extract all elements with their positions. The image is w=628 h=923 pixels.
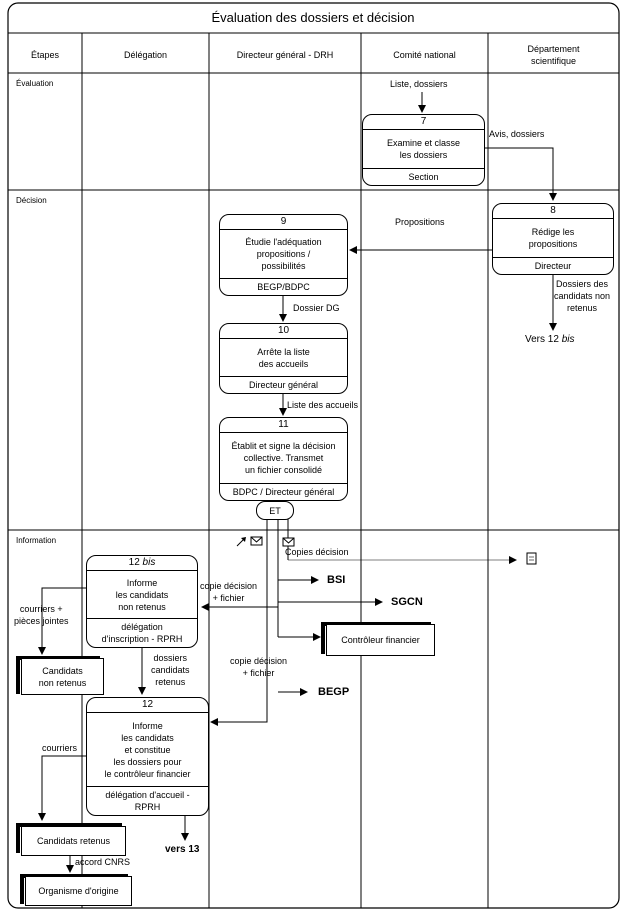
- label-courriers-pieces: courriers + pièces jointes: [14, 604, 69, 626]
- process-number: 7: [363, 115, 484, 130]
- label-courriers: courriers: [42, 743, 78, 753]
- column-header-etapes: Étapes: [30, 50, 60, 60]
- shadow: [16, 823, 122, 827]
- process-action: Examine et classe les dossiers: [386, 138, 461, 160]
- process-9: 9 Étudie l'adéquation propositions / pos…: [219, 214, 348, 296]
- process-actor: Directeur général: [220, 376, 347, 393]
- label-dossier-dg: Dossier DG: [293, 303, 340, 313]
- column-header-comite: Comité national: [393, 50, 456, 60]
- process-actor: BDPC / Directeur général: [220, 483, 347, 500]
- process-number: 9: [220, 215, 347, 230]
- column-header-departement: Département scientifique: [527, 44, 580, 66]
- outer-frame: [7, 2, 620, 909]
- row-label-decision: Décision: [16, 196, 47, 205]
- label-vers-12bis: Vers 12 bis: [525, 334, 575, 345]
- controleur-financier-box: Contrôleur financier: [326, 624, 435, 656]
- candidats-non-retenus-box: Candidats non retenus: [21, 658, 104, 695]
- envelope-icon: [250, 536, 263, 546]
- process-number: 12 bis: [87, 556, 197, 571]
- process-12bis: 12 bis Informe les candidats non retenus…: [86, 555, 198, 648]
- process-11: 11 Établit et signe la décision collecti…: [219, 417, 348, 501]
- process-number: 10: [220, 324, 347, 339]
- label-dossiers-retenus: dossiers candidats retenus: [151, 653, 190, 687]
- process-number: 12: [87, 698, 208, 713]
- label-vers-13: vers 13: [165, 844, 200, 855]
- process-actor: délégation d'accueil - RPRH: [87, 786, 208, 815]
- envelope-icon: [282, 537, 295, 547]
- shadow: [16, 656, 20, 694]
- destination-begp: BEGP: [318, 686, 350, 698]
- label-copies-decision: Copies décision: [285, 547, 349, 557]
- label-dossiers-non-retenus: Dossiers des candidats non retenus: [554, 279, 611, 313]
- process-actor: Directeur: [493, 257, 613, 274]
- process-action: Rédige les propositions: [528, 227, 578, 249]
- label-copie-fichier-12bis: copie décision + fichier: [200, 581, 258, 603]
- column-header-dg-drh: Directeur général - DRH: [236, 50, 334, 60]
- shadow: [16, 823, 20, 853]
- process-number: 11: [220, 418, 347, 433]
- process-action: Établit et signe la décision collective.…: [231, 441, 336, 475]
- archive-document-icon: [526, 552, 537, 565]
- process-action: Étudie l'adéquation propositions / possi…: [245, 237, 322, 271]
- process-12: 12 Informe les candidats et constitue le…: [86, 697, 209, 816]
- process-10: 10 Arrête la liste des accueils Directeu…: [219, 323, 348, 394]
- column-header-delegation: Délégation: [123, 50, 168, 60]
- row-label-information: Information: [16, 536, 57, 545]
- process-actor: Section: [363, 168, 484, 185]
- process-8: 8 Rédige les propositions Directeur: [492, 203, 614, 275]
- row-label-evaluation: Évaluation: [16, 79, 54, 88]
- candidats-retenus-box: Candidats retenus: [21, 826, 126, 856]
- email-icon: [236, 537, 246, 547]
- process-actor: délégation d'inscription - RPRH: [87, 618, 197, 647]
- label-liste-accueils: Liste des accueils: [287, 400, 359, 410]
- process-action: Arrête la liste des accueils: [257, 346, 310, 369]
- et-connector: ET: [256, 501, 294, 520]
- shadow: [321, 622, 325, 654]
- label-liste-dossiers: Liste, dossiers: [390, 79, 448, 89]
- process-actor: BEGP/BDPC: [220, 278, 347, 295]
- diagram-title: Évaluation des dossiers et décision: [211, 10, 415, 25]
- shadow: [20, 874, 24, 904]
- process-action: Informe les candidats et constitue les d…: [104, 720, 191, 779]
- label-accord-cnrs: accord CNRS: [75, 857, 131, 867]
- label-copie-fichier-12: copie décision + fichier: [230, 656, 288, 678]
- label-propositions: Propositions: [395, 217, 445, 227]
- process-7: 7 Examine et classe les dossiers Section: [362, 114, 485, 186]
- label-avis-dossiers: Avis, dossiers: [489, 129, 545, 139]
- destination-bsi: BSI: [327, 574, 346, 586]
- destination-sgcn: SGCN: [391, 596, 423, 608]
- process-number: 8: [493, 204, 613, 219]
- process-action: Informe les candidats non retenus: [115, 577, 169, 612]
- organisme-origine-box: Organisme d'origine: [25, 876, 132, 906]
